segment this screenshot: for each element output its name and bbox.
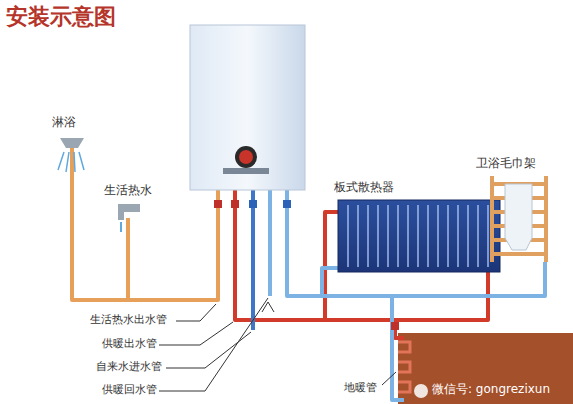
boiler (190, 25, 305, 190)
panel-radiator (338, 200, 500, 272)
boiler-gauge (235, 146, 257, 168)
fixture-label: 板式散热器 (334, 181, 394, 195)
faucet (118, 204, 140, 232)
towel (505, 184, 532, 250)
pipes (72, 142, 545, 400)
floor-panel (398, 333, 573, 404)
watermark-icon (414, 384, 428, 398)
fixture-label: 淋浴 (52, 116, 76, 130)
watermark: 微信号: gongrezixun (432, 383, 550, 397)
fixture-label: 生活热水 (104, 184, 152, 198)
fixture-label: 卫浴毛巾架 (476, 157, 536, 171)
pipe-label: 地暖管 (342, 382, 379, 395)
pipe-label: 自来水进水管 (94, 361, 164, 374)
towel-rack (492, 176, 546, 262)
floor-coil (398, 342, 410, 392)
pipe-label: 生活热水出水管 (88, 314, 169, 327)
leader-lines (158, 298, 396, 391)
shower-head (58, 138, 84, 172)
diagram-title: 安装示意图 (6, 4, 116, 29)
pipe-label: 供暖出水管 (100, 338, 159, 351)
pipe-label: 供暖回水管 (100, 384, 159, 397)
